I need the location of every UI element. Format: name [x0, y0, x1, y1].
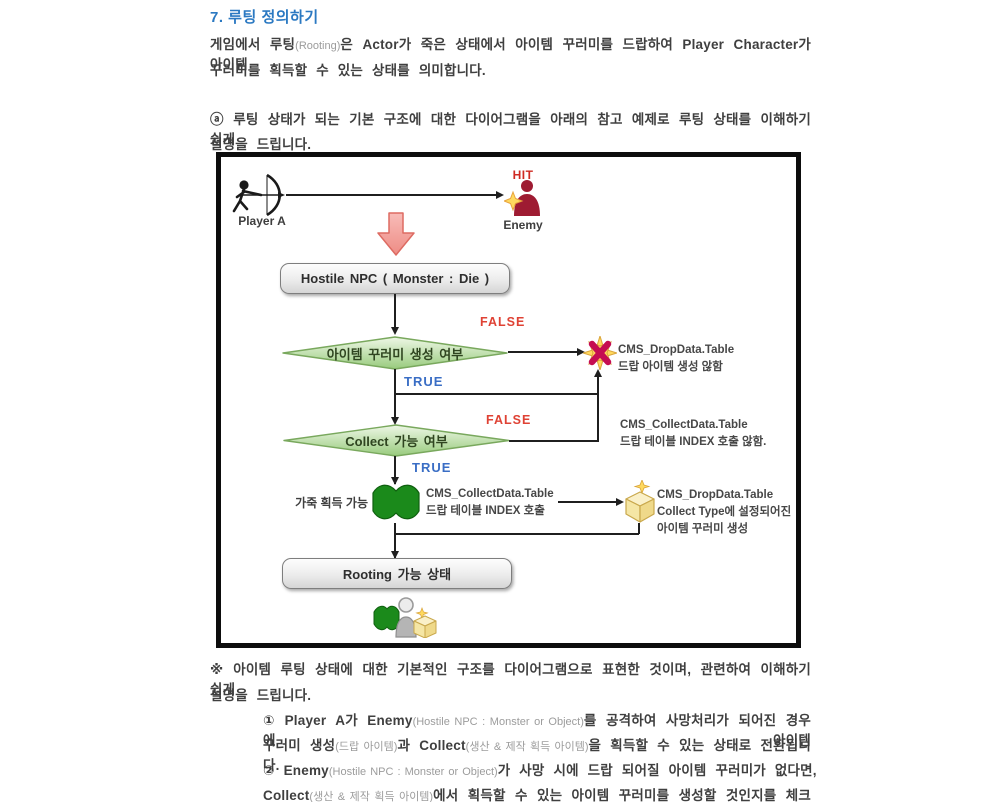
item1-text: ① Player A가 Enemy [263, 713, 413, 728]
flow-line [394, 533, 639, 535]
package-note: CMS_DropData.Table Collect Type에 설정되어진 아… [657, 487, 791, 538]
item2-line-1: ② Enemy(Hostile NPC : Monster or Object)… [263, 759, 817, 779]
flow-arrowhead [577, 347, 585, 356]
true-label-1: TRUE [404, 374, 444, 389]
no-drop-x-icon [583, 336, 617, 370]
false-label-1: FALSE [480, 315, 526, 329]
para-a-line-2: 설명을 드립니다. [210, 137, 312, 152]
note-line-1: ※ 아이템 루팅 상태에 대한 기본적인 구조를 다이어그램으로 표현한 것이며… [210, 662, 811, 697]
item1-text: 꾸러미 생성 [263, 738, 336, 753]
attack-arrowhead [496, 190, 504, 199]
item2-subtext: (생산 & 제작 획득 아이템) [309, 791, 434, 802]
intro-line-2: 꾸러미를 획득할 수 있는 상태를 의미합니다. [210, 63, 486, 78]
item2-text: 가 사망 시에 드랍 되어질 아이템 꾸러미가 없다면, [497, 763, 817, 778]
flow-line [394, 294, 396, 327]
item2-subtext: (Hostile NPC : Monster or Object) [328, 766, 498, 778]
loot-person-icon [373, 597, 437, 638]
flow-arrowhead [390, 477, 399, 485]
flow-line [509, 440, 599, 442]
item1-subtext: (드랍 아이템) [335, 741, 398, 753]
item-package-icon [625, 480, 655, 523]
intro-line-1: 게임에서 루팅(Rooting)은 Actor가 죽은 상태에서 아이템 꾸러미… [210, 33, 811, 73]
item1-subtext: (생산 & 제작 획득 아이템) [465, 741, 589, 753]
page-title: 7. 루팅 정의하기 [210, 9, 319, 26]
enemy-icon [504, 180, 540, 216]
flow-arrowhead [594, 369, 602, 377]
collect-note-line1: CMS_CollectData.Table [620, 419, 748, 431]
hostile-npc-box: Hostile NPC ( Monster : Die ) [280, 263, 510, 294]
collect-note-line2: 드랍 테이블 INDEX 호출 않함. [620, 436, 767, 448]
enemy-label: Enemy [503, 218, 543, 232]
intro-subtext: (Rooting) [295, 40, 341, 52]
intro-text: 은 Actor가 죽은 상태에서 아이템 꾸러미를 드랍하여 Player Ch… [210, 37, 812, 72]
false-label-2: FALSE [486, 413, 532, 427]
intro-text: 게임에서 루팅 [210, 37, 296, 52]
flow-arrowhead [390, 327, 399, 335]
x-note: CMS_DropData.Table 드랍 아이템 생성 않함 [618, 342, 734, 376]
flow-line [394, 393, 599, 395]
item2-text: Collect [263, 788, 310, 802]
decision-label: 아이템 꾸러미 생성 여부 [326, 346, 464, 362]
flag-note-line1: CMS_CollectData.Table [426, 488, 554, 500]
decision-collect: Collect 가능 여부 [283, 424, 510, 457]
package-note-line2: Collect Type에 설정되어진 [657, 506, 792, 518]
package-note-line1: CMS_DropData.Table [657, 489, 774, 501]
package-note-line3: 아이템 꾸러미 생성 [657, 523, 749, 535]
flow-arrowhead [390, 551, 399, 559]
flowchart-canvas: Player A HIT Enemy Hostile NPC ( Monster… [221, 157, 796, 643]
flow-arrowhead [616, 497, 624, 506]
diagram-frame: Player A HIT Enemy Hostile NPC ( Monster… [216, 152, 801, 648]
attack-line [286, 194, 497, 196]
para-a-line-1: ⓐ 루팅 상태가 되는 기본 구조에 대한 다이어그램을 아래의 참고 예제로 … [210, 112, 811, 147]
flow-line [508, 351, 578, 353]
item1-text: 를 공격하여 사망처리가 되어진 경우에 아이템 [263, 713, 811, 748]
rooting-state-box: Rooting 가능 상태 [282, 558, 512, 589]
item2-line-2: Collect(생산 & 제작 획득 아이템)에서 획득할 수 있는 아이템 꾸… [263, 784, 811, 802]
note-line-2: 설명을 드립니다. [210, 688, 312, 703]
item1-line-1: ① Player A가 Enemy(Hostile NPC : Monster … [263, 709, 811, 749]
item1-subtext: (Hostile NPC : Monster or Object) [412, 716, 584, 728]
true-label-2: TRUE [412, 460, 452, 475]
flow-line [394, 456, 396, 484]
item1-text: 을 획득할 수 있는 상태로 전환됩니다. [263, 738, 812, 773]
decision-item-bundle: 아이템 꾸러미 생성 여부 [282, 336, 508, 370]
flow-line [394, 523, 396, 558]
flow-arrowhead [390, 417, 399, 425]
item1-text: 과 Collect [397, 738, 466, 753]
flag-note: CMS_CollectData.Table 드랍 테이블 INDEX 호출 [426, 486, 554, 520]
flag-note-line2: 드랍 테이블 INDEX 호출 [426, 505, 545, 517]
item2-text: 에서 획득할 수 있는 아이템 꾸러미를 생성할 것인지를 체크하고, [433, 788, 811, 802]
x-note-line2: 드랍 아이템 생성 않함 [618, 361, 723, 373]
hit-label: HIT [512, 168, 534, 182]
player-label: Player A [238, 214, 286, 228]
x-note-line1: CMS_DropData.Table [618, 344, 735, 356]
leather-label: 가죽 획득 가능 [295, 496, 368, 510]
item1-line-2: 꾸러미 생성(드랍 아이템)과 Collect(생산 & 제작 획득 아이템)을… [263, 734, 811, 774]
flow-line [558, 501, 618, 503]
big-down-arrow-icon [377, 212, 415, 256]
flow-line [597, 376, 599, 441]
diamond-shape [283, 424, 510, 457]
decision-label: Collect 가능 여부 [345, 434, 448, 449]
archer-player-icon [232, 173, 285, 217]
green-flag-icon [372, 484, 420, 520]
collect-note: CMS_CollectData.Table 드랍 테이블 INDEX 호출 않함… [620, 417, 766, 451]
item2-text: ② Enemy [263, 763, 329, 778]
flow-line [638, 523, 640, 534]
